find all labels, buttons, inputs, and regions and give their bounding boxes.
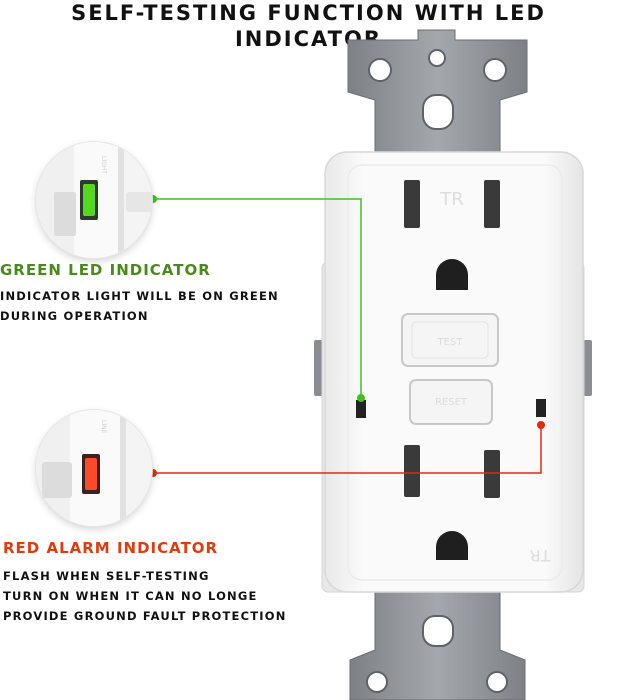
red-desc-line: PROVIDE GROUND FAULT PROTECTION bbox=[3, 609, 287, 623]
page-title: SELF-TESTING FUNCTION WITH LED INDICATOR bbox=[71, 1, 546, 51]
upper-receptacle: TR bbox=[404, 180, 500, 290]
reset-button-label: RESET bbox=[435, 397, 468, 408]
svg-text:LIGHT: LIGHT bbox=[100, 156, 107, 174]
bottom-mounting-strap bbox=[349, 587, 526, 700]
green-desc-line: DURING OPERATION bbox=[0, 309, 149, 323]
test-button[interactable]: TEST bbox=[401, 313, 499, 367]
outlet-faceplate bbox=[324, 151, 584, 593]
red-alarm-heading: RED ALARM INDICATOR bbox=[3, 539, 219, 557]
red-desc-line: FLASH WHEN SELF-TESTING bbox=[3, 569, 210, 583]
green-led-window bbox=[356, 400, 366, 418]
red-led-glow bbox=[85, 458, 97, 490]
tr-marking: TR bbox=[439, 189, 464, 210]
top-mounting-strap bbox=[347, 29, 528, 166]
green-desc-line: INDICATOR LIGHT WILL BE ON GREEN bbox=[0, 289, 279, 303]
tr-marking-lower: TR bbox=[530, 546, 552, 565]
green-led-glow bbox=[83, 184, 95, 216]
green-led-heading: GREEN LED INDICATOR bbox=[0, 261, 211, 279]
green-led-zoom-inset: LIGHT bbox=[36, 142, 152, 258]
red-led-zoom-inset: LINE bbox=[36, 410, 152, 526]
red-alarm-description: FLASH WHEN SELF-TESTING TURN ON WHEN IT … bbox=[3, 566, 287, 626]
test-button-label: TEST bbox=[437, 337, 464, 348]
red-desc-line: TURN ON WHEN IT CAN NO LONGE bbox=[3, 589, 258, 603]
red-led-window bbox=[536, 399, 546, 417]
green-led-description: INDICATOR LIGHT WILL BE ON GREEN DURING … bbox=[0, 286, 279, 326]
reset-button[interactable]: RESET bbox=[409, 379, 493, 425]
svg-text:LINE: LINE bbox=[100, 420, 107, 434]
lower-receptacle: TR bbox=[404, 445, 551, 565]
